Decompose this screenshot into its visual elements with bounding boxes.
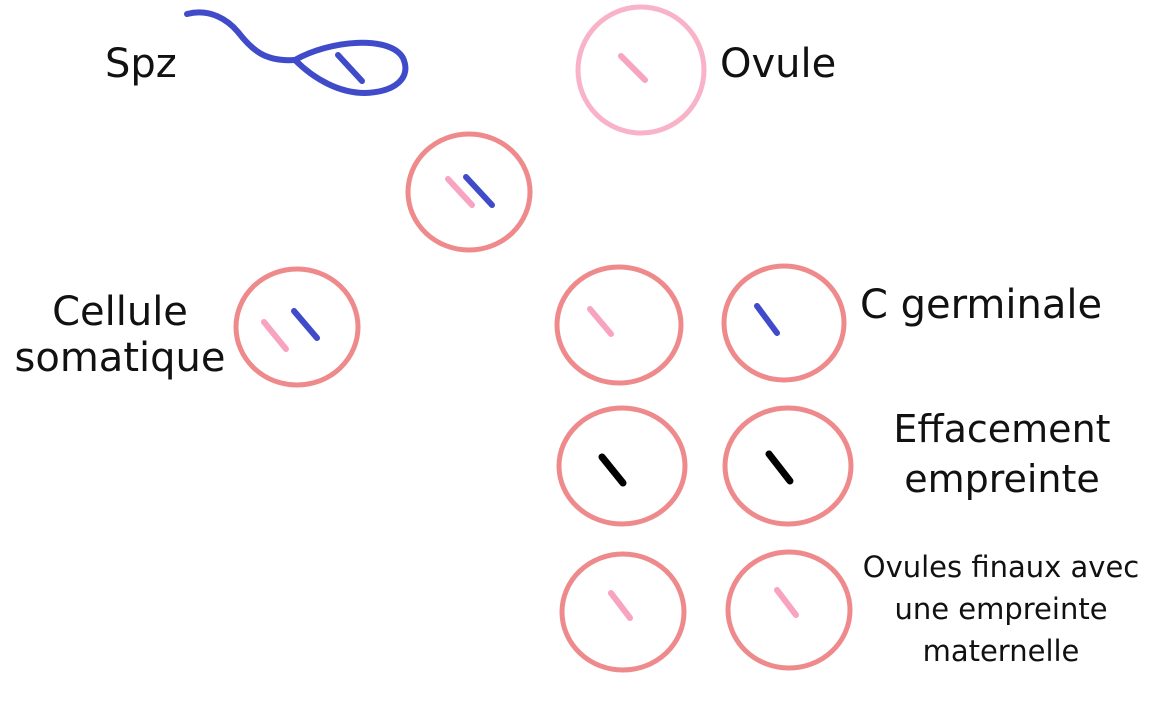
paternal-chromosome <box>291 308 320 341</box>
label-ovules-finaux-line1: Ovules finaux avec <box>862 550 1140 584</box>
maternal-chromosome <box>261 319 289 352</box>
paternal-chromosome <box>754 303 780 336</box>
final-ovule-2 <box>725 549 853 671</box>
label-ovules-finaux-line2: une empreinte <box>894 592 1108 627</box>
germinal-cell-maternal <box>554 264 684 386</box>
final-ovule-1 <box>559 551 687 673</box>
maternal-chromosome <box>608 590 633 621</box>
erased-chromosome <box>765 450 794 485</box>
sperm-chromosome <box>335 52 365 84</box>
zygote-membrane <box>405 131 533 253</box>
label-spz: Spz <box>105 41 177 87</box>
erased-chromosome <box>598 453 627 487</box>
zygote-cell <box>405 131 533 253</box>
maternal-chromosome <box>587 306 614 337</box>
maternal-chromosome <box>774 587 799 618</box>
label-effacement-line2: empreinte <box>904 456 1100 501</box>
final-ovule-membrane <box>725 549 853 671</box>
paternal-chromosome <box>463 174 495 208</box>
final-ovule-membrane <box>559 551 687 673</box>
label-effacement-line1: Effacement <box>893 407 1111 451</box>
sperm-head <box>292 39 409 96</box>
maternal-chromosome <box>618 53 648 83</box>
somatic-cell <box>233 266 361 388</box>
ovule-cell <box>575 4 707 136</box>
label-ovule: Ovule <box>720 41 837 87</box>
label-ovules-finaux-line3: maternelle <box>922 634 1080 669</box>
label-c-germinale: C germinale <box>860 282 1103 328</box>
maternal-chromosome <box>445 176 475 208</box>
sperm-tail <box>184 9 298 64</box>
sperm-icon <box>184 9 409 96</box>
erased-cell-1 <box>556 405 688 527</box>
erased-cell-2 <box>722 405 854 527</box>
erased-membrane <box>722 405 854 527</box>
label-cellule-somatique-line1: Cellule <box>52 289 188 335</box>
label-effacement-empreinte: Effacement empreinte <box>884 407 1120 501</box>
ovule-membrane <box>575 4 707 136</box>
germinal-cell-paternal <box>721 263 847 383</box>
label-cellule-somatique: Cellule somatique <box>10 289 230 381</box>
label-cellule-somatique-line2: somatique <box>14 335 226 381</box>
label-ovules-finaux: Ovules finaux avec une empreinte materne… <box>848 546 1154 672</box>
somatic-membrane <box>233 266 361 388</box>
erased-membrane <box>556 405 688 527</box>
germinal-membrane <box>721 263 847 383</box>
germinal-membrane <box>554 264 684 386</box>
